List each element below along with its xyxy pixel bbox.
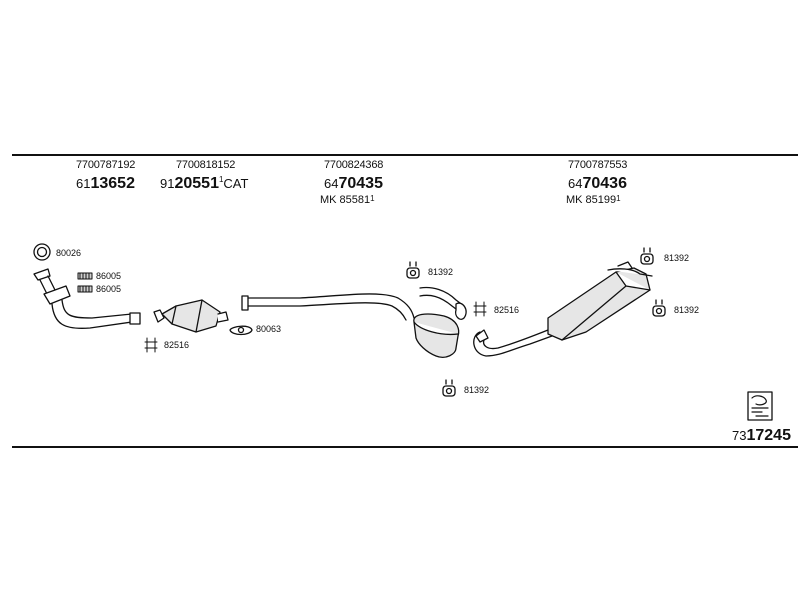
front-pipe-icon: [33, 268, 141, 330]
part-main: 70435: [338, 175, 383, 192]
ref-label-86005-b: 86005: [96, 284, 122, 294]
footnote-marker: 1: [616, 194, 621, 203]
ref-label-81392-c: 81392: [664, 253, 690, 263]
mk-number-middle-silencer: MK 855811: [320, 195, 375, 206]
part-prefix: 91: [160, 176, 175, 191]
oem-number-front-pipe: 7700787192: [76, 159, 136, 171]
part-prefix: 61: [76, 176, 91, 191]
rubber-mount-icon: [640, 247, 654, 265]
mk-text: MK 85199: [566, 194, 617, 206]
ref-label-81392-d: 81392: [674, 305, 700, 315]
mk-text: MK 85581: [320, 194, 371, 206]
spring-icon: [77, 272, 93, 293]
ref-label-80063: 80063: [256, 324, 282, 334]
oem-number-catalyst: 7700818152: [176, 159, 236, 171]
rubber-mount-icon: [652, 299, 666, 317]
ref-label-86005-a: 86005: [96, 271, 122, 281]
clamp-icon: [144, 337, 158, 353]
rubber-mount-icon: [406, 261, 420, 279]
oem-number-rear-silencer: 7700787553: [568, 159, 628, 171]
ref-label-81392-b: 81392: [464, 385, 490, 395]
part-main: 20551: [174, 175, 219, 192]
part-prefix: 64: [568, 176, 583, 191]
part-main: 70436: [582, 175, 627, 192]
gasket-ring-icon: [33, 243, 51, 261]
oem-number-middle-silencer: 7700824368: [324, 159, 384, 171]
part-number-catalyst: 91205511CAT: [160, 176, 248, 192]
clamp-icon: [473, 301, 487, 317]
footnote-marker: 1: [370, 194, 375, 203]
tail-pipe-icon: [473, 329, 553, 357]
part-number-middle-silencer: 6470435: [324, 176, 383, 192]
middle-silencer-icon: [413, 313, 460, 358]
part-prefix: 64: [324, 176, 339, 191]
rear-silencer-icon: [547, 261, 653, 341]
ref-label-81392-a: 81392: [428, 267, 454, 277]
kit-main: 17245: [746, 427, 791, 444]
ref-label-82516-right: 82516: [494, 305, 520, 315]
bottom-rule: [12, 446, 798, 448]
flange-gasket-icon: [229, 325, 253, 336]
ref-label-80026: 80026: [56, 248, 82, 258]
catalytic-converter-icon: [153, 299, 229, 333]
kit-number: 7317245: [732, 428, 791, 444]
part-number-front-pipe: 6113652: [76, 176, 135, 192]
kit-prefix: 73: [732, 428, 747, 443]
rubber-mount-icon: [442, 379, 456, 397]
part-number-rear-silencer: 6470436: [568, 176, 627, 192]
footnote-marker: 1: [218, 175, 224, 184]
ref-label-82516-left: 82516: [164, 340, 190, 350]
intermediate-pipe-icon: [241, 286, 467, 321]
part-main: 13652: [90, 175, 135, 192]
part-suffix: CAT: [223, 176, 249, 191]
mk-number-rear-silencer: MK 851991: [566, 195, 621, 206]
top-rule: [12, 154, 798, 156]
catalog-symbol-icon: [747, 391, 773, 421]
